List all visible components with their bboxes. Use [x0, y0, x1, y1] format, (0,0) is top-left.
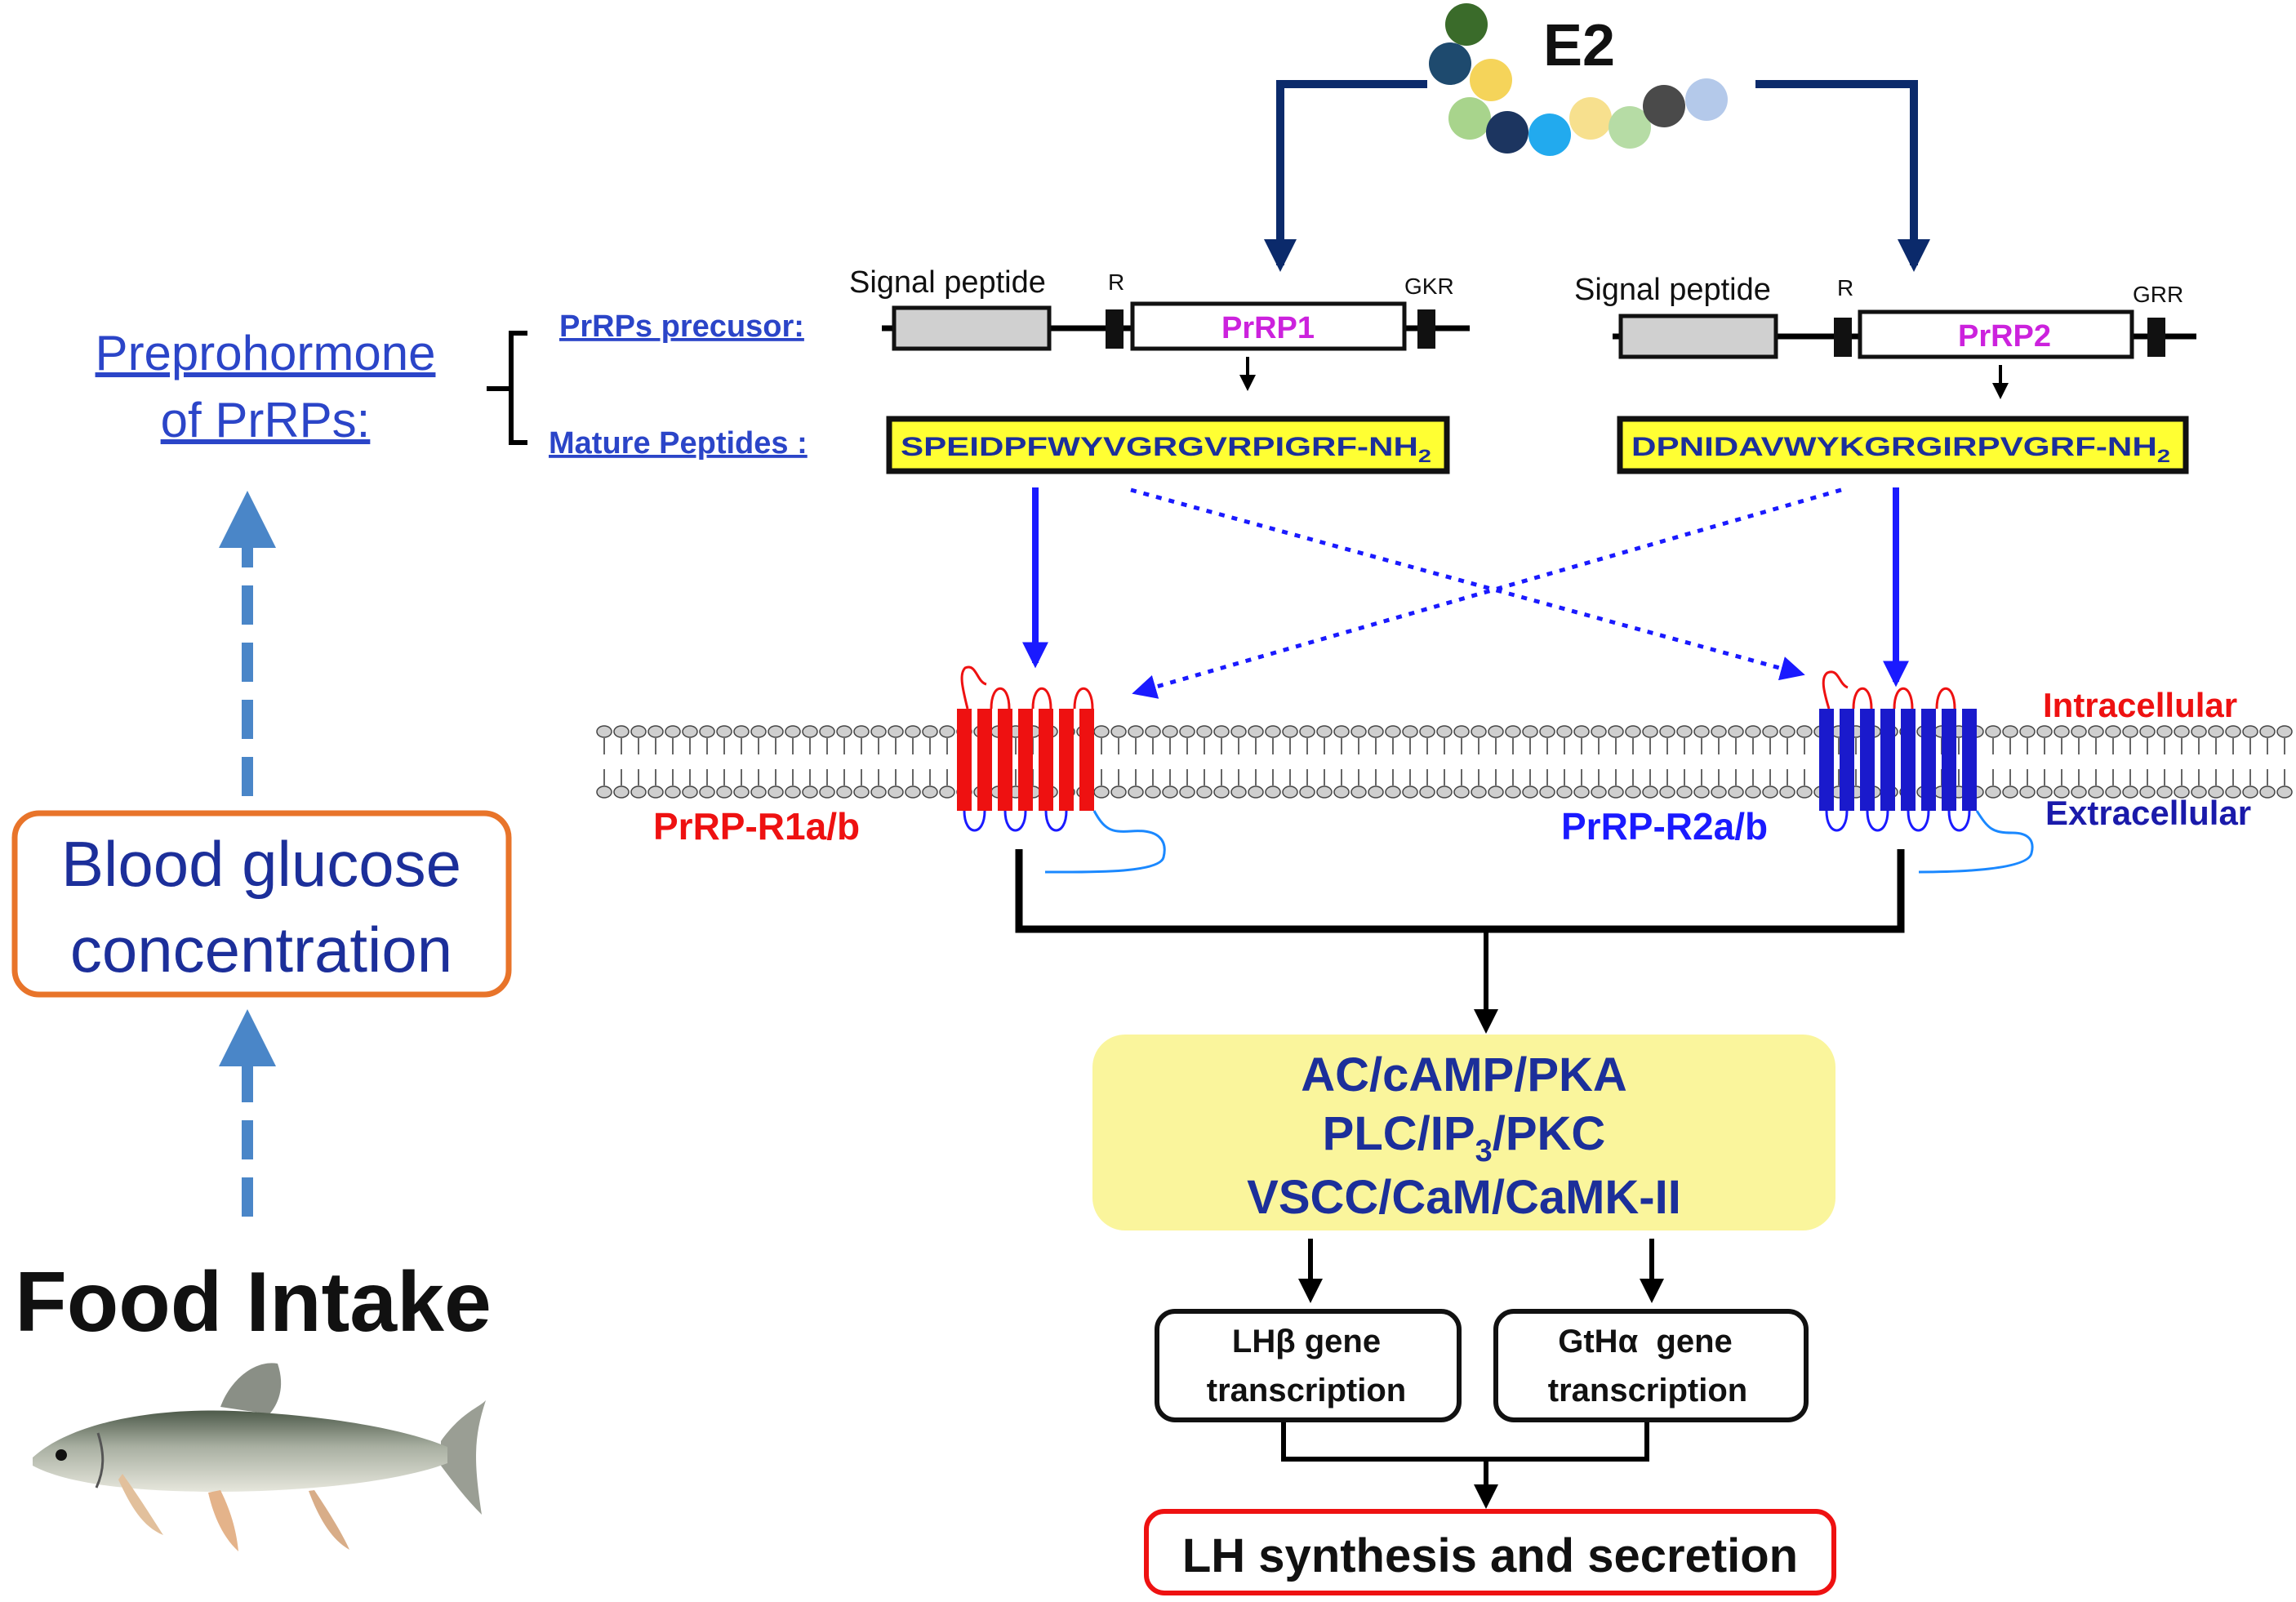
prrp2-precursor: Signal peptide R GRR PrRP2 DPNIDAVWYKGRG… [1574, 273, 2196, 474]
prrp1-sequence-box [886, 416, 1450, 474]
prrp2-signal-peptide-box [1618, 314, 1778, 359]
pathway-ac-camp-pka: AC/cAMP/PKA [1301, 1048, 1627, 1101]
membrane-lipid-heads [596, 725, 2293, 799]
e2-label: E2 [1543, 13, 1615, 78]
e2-to-prrp2-arrow [1755, 80, 1930, 272]
prrp2-r-site-label: R [1837, 275, 1853, 300]
pathway-vscc-cam-camkii: VSCC/CaM/CaMK-II [1247, 1171, 1681, 1224]
gtha-gene-label: GtHα gene [1558, 1324, 1733, 1359]
prrp1-name: PrRP1 [1221, 311, 1315, 345]
blood-glucose-label-cont: concentration [70, 914, 452, 986]
prrp-r1-label: PrRP-R1a/b [653, 805, 860, 848]
prrp1-gkr-label: GKR [1404, 274, 1454, 299]
lhb-gene-box [1155, 1309, 1462, 1422]
gtha-gene-box [1493, 1309, 1809, 1422]
lhb-transcription-label: transcription [1207, 1373, 1406, 1408]
prrp1-signal-peptide-label: Signal peptide [849, 265, 1046, 300]
prrp2-name: PrRP2 [1958, 319, 2051, 354]
prrp1-precursor: Signal peptide R GKR PrRP1 SPEIDPFWYVGRG… [849, 265, 1470, 474]
prrp1-signal-peptide-box [892, 305, 1052, 351]
e2-to-prrp1-arrow [1264, 80, 1427, 272]
prrp1-r-site-marker [1106, 309, 1124, 349]
prrp2-signal-peptide-label: Signal peptide [1574, 273, 1771, 307]
preprohormone-label: Preprohormone [96, 326, 436, 380]
prrp-r1-receptor-icon [957, 665, 1166, 874]
preprohormone-brace [487, 331, 527, 445]
prrp-r2-receptor-icon [1819, 670, 2034, 874]
prrp2-to-r1-dotted-arrow [1132, 487, 1842, 699]
lhb-gene-label: LHβ gene [1232, 1324, 1381, 1359]
prrp-r2-label: PrRP-R2a/b [1561, 805, 1768, 848]
gtha-transcription-label: transcription [1548, 1373, 1747, 1408]
prrp1-name-box [1130, 301, 1407, 351]
fish-icon [33, 1363, 486, 1551]
food-intake-label: Food Intake [15, 1255, 492, 1350]
prrp2-r-site-marker [1834, 318, 1852, 357]
genes-convergence-bracket [1281, 1422, 1649, 1462]
prrp2-grr-marker [2147, 318, 2165, 357]
prrp2-name-box [1858, 309, 2134, 359]
signaling-pathways-box [1092, 1035, 1835, 1230]
pathway-plc-ip3-pkc: PLC/IP3/PKC [1323, 1107, 1606, 1168]
blood-glucose-box [11, 810, 512, 998]
precursor-label: PrRPs precusor: [559, 309, 804, 344]
prrp1-r-site-label: R [1108, 269, 1124, 295]
lh-synthesis-label: LH synthesis and secretion [1182, 1529, 1798, 1582]
intracellular-label: Intracellular [2043, 686, 2237, 724]
lh-synthesis-box [1144, 1509, 1836, 1595]
prrp2-sequence-box [1617, 416, 2189, 474]
blood-glucose-label: Blood glucose [61, 828, 461, 900]
cell-membrane [596, 725, 2293, 799]
receptor-convergence-bracket [1015, 849, 1905, 933]
prrp1-to-r2-dotted-arrow [1130, 487, 1805, 681]
prrp2-grr-label: GRR [2133, 282, 2183, 307]
prrp1-gkr-marker [1417, 309, 1435, 349]
preprohormone-label-cont: of PrRPs: [161, 393, 371, 447]
e2-molecule-icon [1429, 3, 1728, 156]
mature-peptides-label: Mature Peptides : [549, 426, 808, 461]
extracellular-label: Extracellular [2045, 794, 2251, 832]
